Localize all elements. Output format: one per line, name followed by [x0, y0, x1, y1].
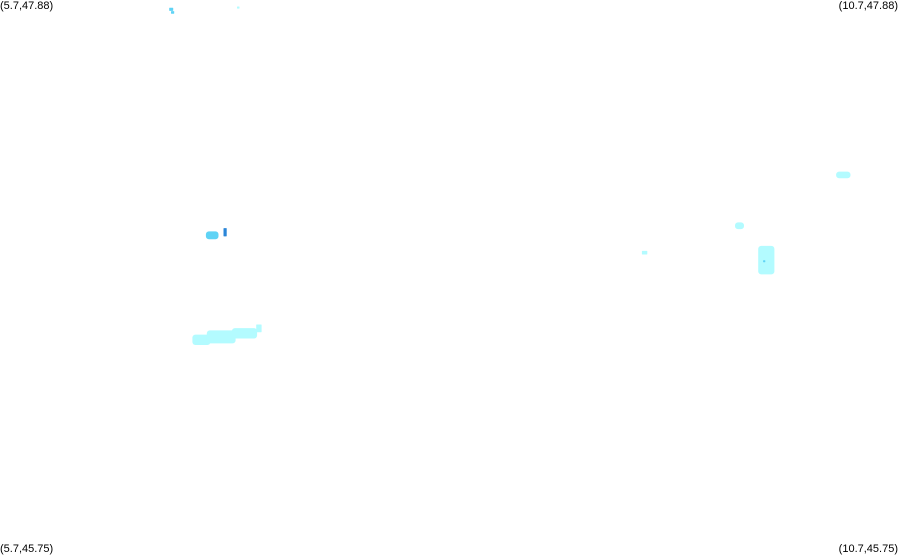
cluster-northwest-speck-2: [171, 11, 175, 14]
cluster-west-middle-patch: [205, 231, 219, 240]
corner-label-top-left: (5.7,47.88): [0, 0, 54, 12]
cluster-north-speck: [237, 6, 240, 9]
corner-label-bottom-right: (10.7,45.75): [838, 543, 898, 555]
cluster-northwest-speck: [169, 7, 174, 11]
cluster-east-central-dot: [763, 260, 766, 263]
cluster-southwest-band-3: [231, 328, 258, 339]
cluster-east-north-patch: [735, 222, 744, 230]
corner-label-top-right: (10.7,47.88): [838, 0, 898, 12]
cluster-east-speck: [641, 250, 648, 255]
corner-label-bottom-left: (5.7,45.75): [0, 543, 54, 555]
cluster-southwest-band-4: [256, 324, 262, 333]
cluster-southwest-band-2: [206, 330, 236, 344]
cluster-southwest-band-1: [192, 334, 211, 345]
cluster-northeast-patch: [836, 171, 851, 179]
cluster-east-central-blob: [758, 245, 775, 275]
cluster-west-middle-bar: [223, 228, 227, 237]
